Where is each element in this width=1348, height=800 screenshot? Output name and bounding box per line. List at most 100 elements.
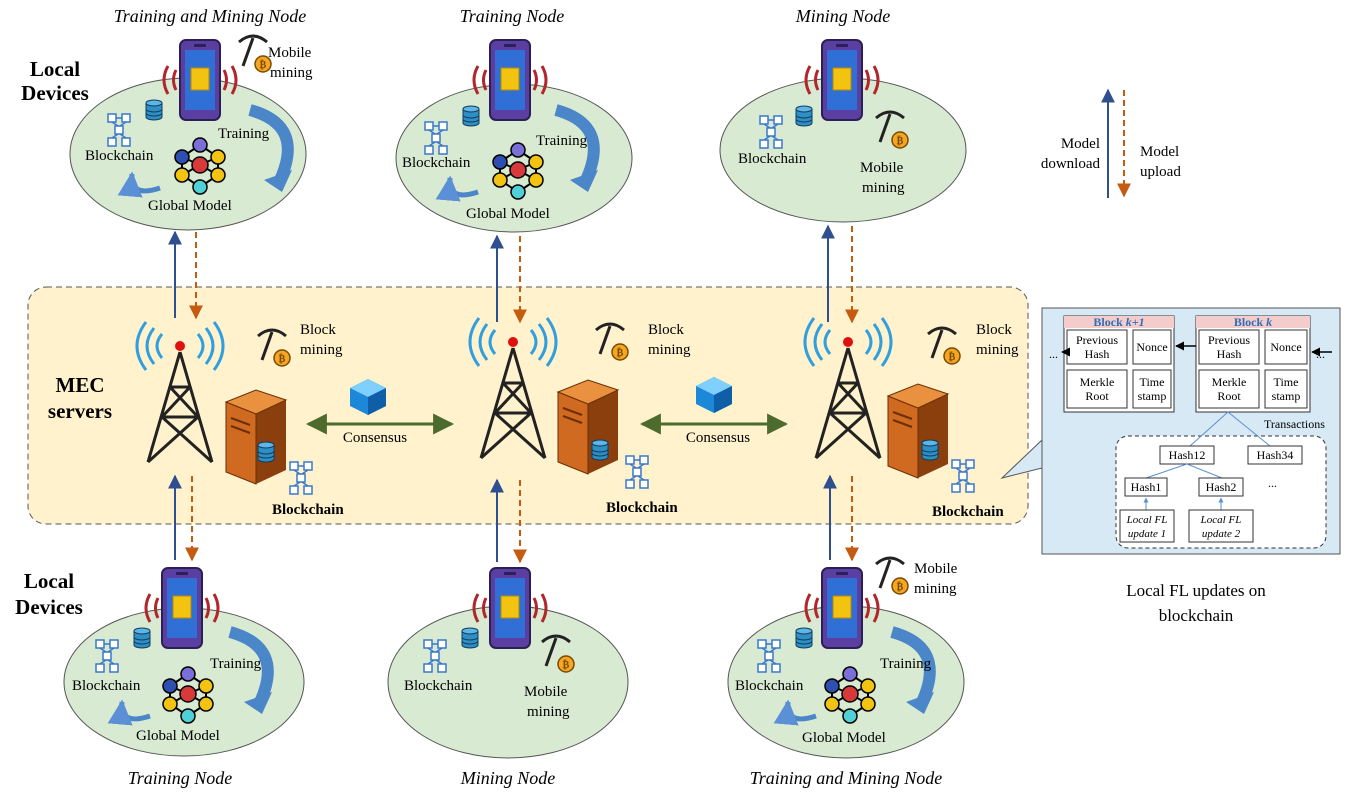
block-panel-caption: Local FL updates on blockchain [1126, 581, 1266, 625]
svg-text:...: ... [1268, 476, 1277, 490]
svg-text:Previous: Previous [1208, 333, 1250, 347]
svg-text:Block k+1: Block k+1 [1093, 315, 1144, 329]
svg-text:Blockchain: Blockchain [932, 504, 1004, 520]
svg-text:Mobile: Mobile [524, 684, 568, 700]
svg-text:Block: Block [976, 322, 1012, 338]
svg-text:Devices: Devices [21, 81, 89, 105]
svg-text:Time: Time [1274, 375, 1299, 389]
global-model-label: Global Model [466, 206, 550, 222]
svg-text:Blockchain: Blockchain [272, 502, 344, 518]
database-icon [795, 105, 813, 127]
mining-label: mining [862, 180, 905, 196]
svg-text:Nonce: Nonce [1270, 340, 1301, 354]
mining-label: Mobile [860, 160, 904, 176]
block-k: Block k Previous Hash Nonce Merkle Root … [1195, 315, 1311, 413]
blockchain-label: Blockchain [738, 151, 807, 167]
svg-text:Local FL: Local FL [1200, 514, 1242, 526]
svg-text:Model: Model [1140, 144, 1179, 160]
svg-text:Local: Local [30, 57, 80, 81]
bottom-arrows [168, 474, 859, 564]
svg-text:Training: Training [880, 656, 932, 672]
database-icon [461, 627, 479, 649]
local-devices-label: Local Devices [21, 57, 89, 105]
svg-text:Hash2: Hash2 [1206, 480, 1237, 494]
database-icon [591, 439, 609, 461]
mec-server-3: Block mining Blockchain [803, 316, 1019, 520]
svg-text:mining: mining [976, 342, 1019, 358]
svg-text:Consensus: Consensus [343, 430, 407, 446]
svg-text:...: ... [1316, 347, 1325, 361]
svg-text:Hash34: Hash34 [1257, 448, 1294, 462]
svg-text:...: ... [1049, 347, 1058, 361]
svg-text:Blockchain: Blockchain [72, 678, 141, 694]
node-bottom-right: Mobile mining Training Blockchain Global… [727, 556, 965, 788]
node-top-left: Training and Mining Node Mobile mining T… [69, 6, 313, 231]
node-top-mid: Training Node Training Blockchain Global… [395, 6, 633, 233]
svg-text:stamp: stamp [1272, 389, 1301, 403]
consensus-1: Consensus [305, 379, 455, 446]
svg-text:Root: Root [1085, 389, 1109, 403]
svg-text:mining: mining [300, 342, 343, 358]
svg-text:Mobile: Mobile [914, 561, 958, 577]
mining-label: Mobile [268, 45, 312, 61]
svg-text:Hash: Hash [1085, 347, 1110, 361]
svg-text:Nonce: Nonce [1136, 340, 1167, 354]
training-label: Training [536, 133, 588, 149]
svg-text:MEC: MEC [56, 373, 105, 397]
svg-text:Training Node: Training Node [128, 768, 233, 788]
svg-text:Block: Block [648, 322, 684, 338]
svg-text:Devices: Devices [15, 595, 83, 619]
legend: Model download Model upload [1041, 88, 1181, 198]
svg-text:Training: Training [210, 656, 262, 672]
svg-text:Blockchain: Blockchain [404, 678, 473, 694]
mec-label: MEC servers [48, 373, 112, 423]
svg-text:Mining Node: Mining Node [460, 768, 556, 788]
svg-text:Blockchain: Blockchain [606, 500, 678, 516]
svg-text:Global Model: Global Model [136, 728, 220, 744]
blockchain-label: Blockchain [85, 148, 154, 164]
database-icon [145, 99, 163, 121]
database-icon [921, 439, 939, 461]
server-icon [887, 383, 949, 479]
svg-text:Model: Model [1061, 136, 1100, 152]
node-top-right: Mining Node Blockchain Mobile mining [719, 6, 967, 223]
server-icon [225, 389, 287, 485]
svg-text:mining: mining [648, 342, 691, 358]
svg-text:Hash1: Hash1 [1131, 480, 1162, 494]
svg-text:Transactions: Transactions [1264, 417, 1325, 431]
svg-text:Blockchain: Blockchain [735, 678, 804, 694]
block-panel: Block k+1 Previous Hash Nonce Merkle Roo… [1000, 307, 1341, 555]
svg-text:download: download [1041, 156, 1101, 172]
svg-text:Hash: Hash [1217, 347, 1242, 361]
svg-text:Block: Block [300, 322, 336, 338]
node-title: Training Node [460, 6, 565, 26]
svg-text:Merkle: Merkle [1212, 375, 1247, 389]
svg-text:Global Model: Global Model [802, 730, 886, 746]
svg-text:mining: mining [527, 704, 570, 720]
svg-text:Hash12: Hash12 [1169, 448, 1206, 462]
svg-text:Merkle: Merkle [1080, 375, 1115, 389]
svg-text:Training and Mining Node: Training and Mining Node [750, 768, 943, 788]
local-devices-label: Local Devices [15, 569, 83, 619]
svg-text:Block k: Block k [1234, 315, 1272, 329]
svg-text:stamp: stamp [1138, 389, 1167, 403]
database-icon [133, 627, 151, 649]
training-label: Training [218, 126, 270, 142]
svg-text:Consensus: Consensus [686, 430, 750, 446]
blockchain-label: Blockchain [402, 155, 471, 171]
svg-text:blockchain: blockchain [1159, 606, 1234, 625]
svg-text:Local: Local [24, 569, 74, 593]
database-icon [795, 627, 813, 649]
pickaxe-bitcoin-icon [237, 34, 273, 74]
node-title: Mining Node [795, 6, 891, 26]
svg-text:Local FL: Local FL [1126, 514, 1168, 526]
node-bottom-mid: Blockchain Mobile mining Mining Node [387, 566, 629, 788]
top-arrows [168, 224, 859, 324]
database-icon [257, 441, 275, 463]
svg-text:mining: mining [914, 581, 957, 597]
svg-text:Time: Time [1140, 375, 1165, 389]
server-icon [557, 379, 619, 475]
block-k-plus-1: Block k+1 Previous Hash Nonce Merkle Roo… [1063, 315, 1175, 413]
svg-text:Root: Root [1217, 389, 1241, 403]
